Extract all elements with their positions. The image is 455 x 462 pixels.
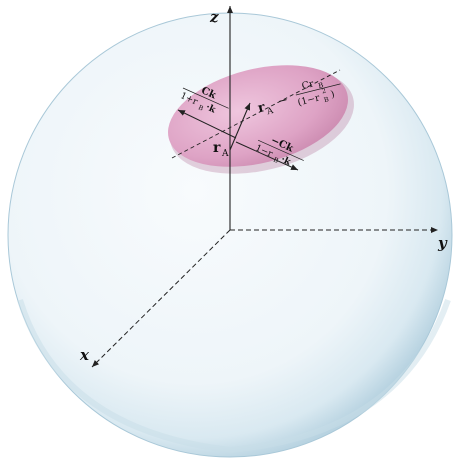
pink-ellipse [168,65,348,167]
x-axis-label: x [79,346,90,364]
sphere-shadow [17,298,451,454]
svg-text:r: r [256,100,266,116]
ellipse-chord [171,69,341,159]
formula-top: r A − Cr B (1−r 2 B ) [256,78,341,118]
svg-text:B: B [197,103,205,112]
left-arrow [177,109,237,139]
right-arrow [235,141,299,171]
svg-text:Cr: Cr [301,78,316,92]
r-a-label: r A [213,140,229,159]
r-a-vector [229,102,251,151]
y-axis-label: y [437,234,448,252]
svg-text:(1−r: (1−r [297,92,322,108]
svg-text:B: B [323,95,330,104]
svg-text:2: 2 [321,87,327,96]
svg-text:A: A [221,149,229,159]
formula-left: Ck 1+r B ·k [179,85,229,116]
svg-text:B: B [317,81,324,90]
svg-text:A: A [265,106,275,118]
svg-text:B: B [272,156,280,165]
z-axis-label: z [209,8,219,26]
svg-text:): ) [330,89,336,101]
x-axis-dashed [91,229,231,368]
svg-text:−: − [276,92,289,108]
svg-text:r: r [213,140,221,156]
